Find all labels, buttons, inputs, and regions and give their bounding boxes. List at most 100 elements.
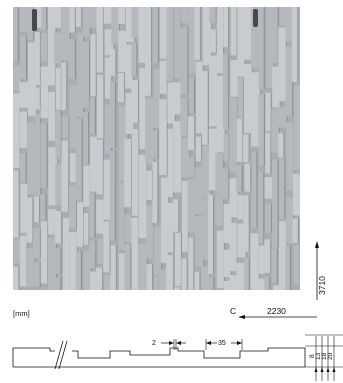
panel-strip: [61, 62, 68, 110]
panel-strip-shadow: [157, 7, 160, 63]
panel-strip: [34, 87, 41, 110]
panel-strip-shadow: [94, 193, 96, 238]
panel-strip: [293, 85, 300, 171]
panel-strip: [110, 245, 117, 290]
panel-strip: [26, 197, 34, 243]
panel-strip: [264, 276, 271, 290]
panel-strip: [173, 121, 183, 193]
panel-strip-shadow: [39, 87, 41, 110]
panel-strip: [96, 199, 106, 234]
panel-strip: [75, 7, 83, 27]
panel-strip-shadow: [89, 41, 91, 108]
panel-strip: [83, 165, 91, 207]
panel-strip-shadow: [270, 239, 272, 273]
panel-strip: [188, 237, 195, 290]
panel-strip: [76, 32, 85, 118]
panel-strip: [126, 7, 136, 43]
panel-strip: [83, 7, 92, 38]
panel-strip: [138, 154, 148, 239]
panel-strip: [223, 280, 234, 290]
mounting-clip: [32, 9, 37, 31]
panel-strip: [55, 163, 65, 206]
panel-strip: [278, 27, 287, 102]
panel-strip: [61, 140, 70, 212]
panel-strip-shadow: [138, 80, 140, 123]
panel-strip: [68, 39, 76, 79]
panel-strip-shadow: [180, 287, 182, 290]
panel-strip: [27, 122, 36, 195]
panel-strip: [34, 32, 42, 85]
spacing-dimension: 35: [205, 339, 243, 350]
panel-strip: [194, 7, 202, 60]
panel-strip: [96, 7, 105, 73]
panel-strip: [181, 258, 188, 290]
panel-strip: [131, 7, 140, 38]
panel-strip: [90, 34, 97, 96]
panel-strip-shadow: [228, 168, 230, 199]
panel-strip: [259, 245, 267, 274]
panel-strip: [173, 82, 182, 115]
panel-strip-shadow: [194, 77, 196, 114]
panel-strip-shadow: [263, 171, 265, 244]
panel-strip-shadow: [103, 7, 105, 73]
panel-strip: [229, 98, 239, 173]
panel-strip: [285, 197, 295, 244]
panel-strip: [272, 159, 279, 248]
panel-strip-shadow: [263, 7, 265, 90]
panel-strip: [40, 33, 49, 61]
panel-strip-shadow: [269, 276, 271, 290]
panel-strip: [159, 7, 169, 59]
panel-strip: [13, 239, 24, 264]
panel-strip-shadow: [102, 267, 104, 290]
panel-strip-shadow: [115, 49, 117, 76]
panel-strip: [104, 275, 115, 290]
panel-strip-shadow: [39, 262, 41, 287]
panel-strip-shadow: [26, 36, 28, 80]
panel-strip-shadow: [95, 34, 97, 96]
panel-strip-shadow: [199, 7, 202, 60]
panel-strip-shadow: [194, 156, 196, 178]
panel-strip: [13, 170, 20, 238]
panel-strip: [285, 245, 292, 290]
panel-strip: [83, 250, 93, 290]
panel-strip-shadow: [263, 93, 266, 166]
textured-panel-photo: [13, 7, 300, 290]
break-mark: [54, 340, 64, 370]
panel-strip-shadow: [88, 213, 90, 245]
panel-strip-shadow: [25, 153, 27, 183]
panel-strip-shadow: [152, 264, 154, 290]
panel-strip: [152, 161, 159, 224]
panel-strip: [34, 114, 42, 196]
panel-strip: [75, 118, 83, 201]
panel-strip: [222, 53, 230, 130]
panel-strip: [13, 65, 23, 91]
panel-strip: [188, 179, 197, 233]
panel-strip: [110, 49, 117, 76]
panel-strip: [55, 247, 62, 274]
panel-strip-shadow: [39, 228, 42, 259]
mounting-clip: [253, 9, 258, 27]
panel-strip: [19, 111, 29, 149]
panel-strip-shadow: [69, 7, 71, 61]
panel-strip-shadow: [60, 247, 62, 274]
panel-strip-shadow: [187, 27, 189, 95]
panel-strip: [146, 264, 154, 290]
panel-strip: [237, 78, 245, 118]
panel-strip: [223, 203, 233, 243]
panel-strip: [243, 195, 250, 252]
panel-strip: [180, 138, 191, 178]
panel-strip: [271, 7, 279, 64]
panel-strip-shadow: [193, 237, 195, 290]
panel-strip-shadow: [66, 62, 68, 110]
panel-strip: [159, 60, 168, 94]
panel-strip: [264, 239, 272, 273]
panel-strip: [195, 216, 205, 267]
panel-strip-shadow: [74, 7, 76, 33]
panel-strip: [279, 7, 288, 26]
panel-strip: [258, 171, 265, 244]
panel-strip: [33, 228, 42, 259]
depth-dimension-label: 13: [315, 352, 322, 360]
panel-strip: [153, 226, 163, 275]
panel-strip: [292, 7, 299, 83]
panel-strip-shadow: [32, 197, 34, 243]
